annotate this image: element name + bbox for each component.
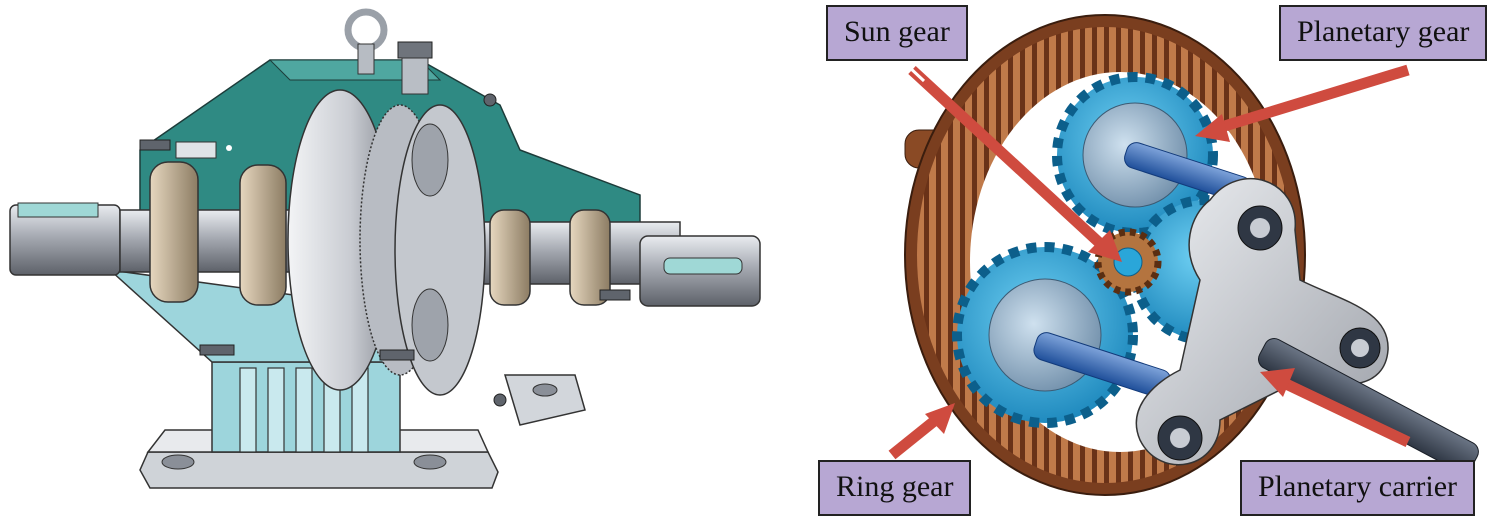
label-sun-gear-text: Sun gear	[844, 15, 950, 48]
arrows	[888, 64, 1411, 460]
bearing	[569, 209, 611, 306]
sun-gear-arrow	[906, 64, 1122, 262]
label-planetary-carrier: Planetary carrier	[1240, 460, 1476, 516]
planetary-carrier	[1135, 178, 1389, 466]
bearing	[489, 209, 531, 306]
label-ring-gear: Ring gear	[818, 460, 972, 516]
label-planetary-carrier-text: Planetary carrier	[1258, 470, 1458, 503]
label-sun-gear: Sun gear	[826, 5, 968, 61]
label-ring-gear-text: Ring gear	[836, 470, 954, 503]
bearing	[149, 161, 199, 303]
label-planetary-gear: Planetary gear	[1279, 5, 1488, 61]
ring-gear-arrow	[888, 403, 955, 460]
planetary-carrier-arrow	[1260, 368, 1411, 447]
label-planetary-gear-text: Planetary gear	[1297, 15, 1470, 48]
planetary-gearset-illustration	[888, 14, 1479, 496]
breather-plug	[397, 41, 433, 95]
base-plate	[139, 451, 499, 489]
gearbox-illustration	[9, 8, 761, 489]
eye-bolt	[344, 8, 388, 75]
bearing	[239, 164, 287, 306]
planetary-gear-arrow	[1195, 64, 1410, 142]
